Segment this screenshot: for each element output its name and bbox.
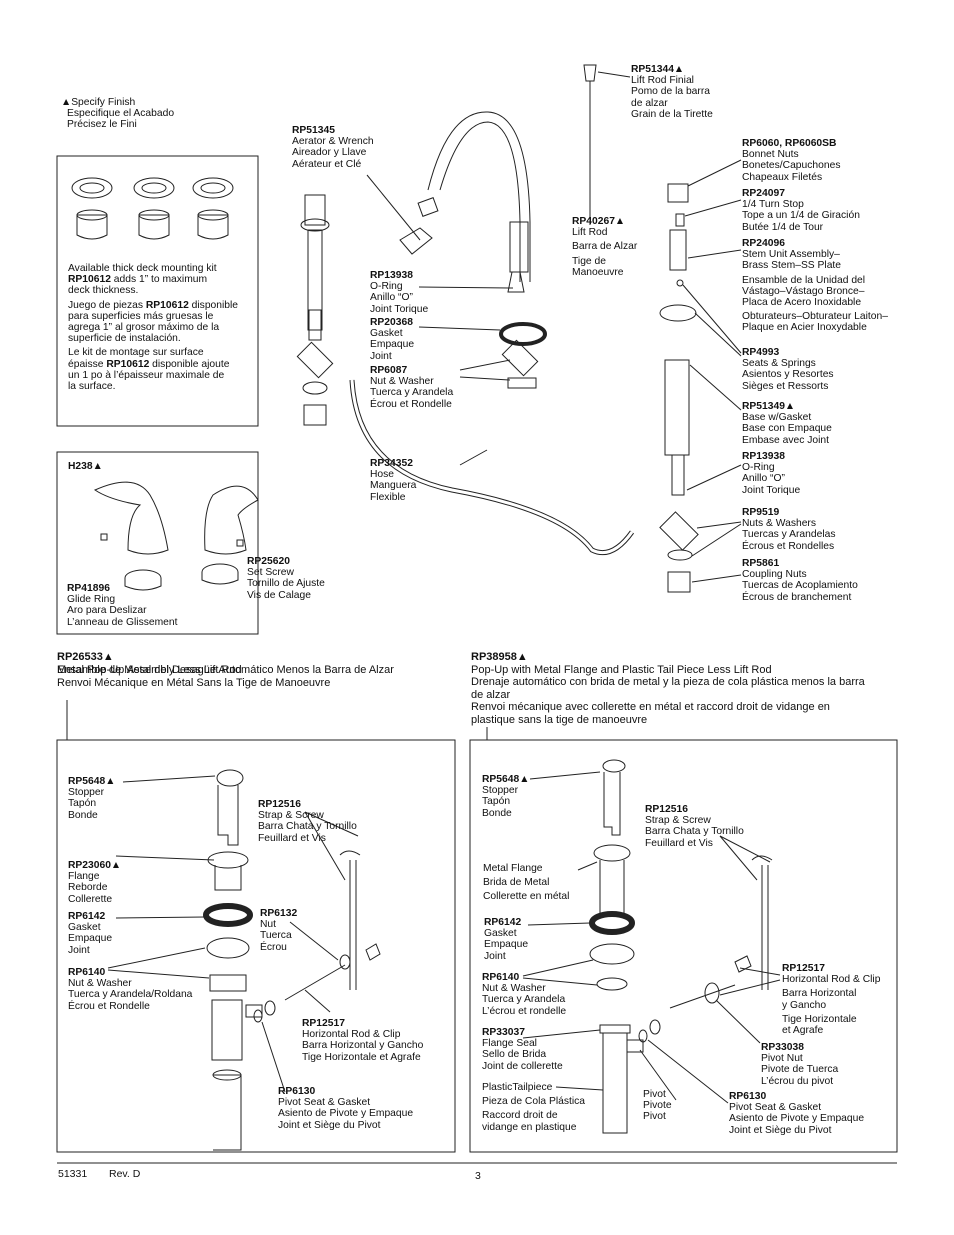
left-popup-parts bbox=[203, 769, 381, 1151]
label-h238: H238▲ bbox=[68, 461, 103, 472]
label-rp40267: RP40267▲ Lift Rod Barra de Alzar Tige de… bbox=[572, 216, 638, 278]
rp38958-title: RP38958▲ Pop-Up with Metal Flange and Pl… bbox=[471, 651, 865, 726]
doc-number: 51331 bbox=[58, 1168, 88, 1180]
rp26533-title: RP26533▲ Metal Pop-Up Assembly Less Lift… bbox=[57, 651, 394, 689]
lift-rod bbox=[583, 64, 597, 225]
right-label-rp12517: RP12517 Horizontal Rod & Clip Barra Hori… bbox=[782, 963, 881, 1037]
deck-kit-box bbox=[56, 155, 259, 427]
right-label-plastic-tailpiece: PlasticTailpiece Pieza de Cola Plástica … bbox=[482, 1082, 586, 1133]
right-label-metal-flange: Metal Flange Brida de Metal Collerette e… bbox=[483, 863, 570, 903]
specify-finish-note: ▲Specify Finish Especifique el Acabado P… bbox=[61, 97, 175, 131]
right-valve bbox=[659, 183, 699, 593]
right-popup-parts bbox=[589, 759, 773, 1134]
label-rp24096: RP24096 Stem Unit Assembly–Brass Stem–SS… bbox=[742, 238, 888, 334]
left-popup-box bbox=[56, 739, 456, 1153]
deck-kit-rings bbox=[71, 177, 234, 240]
handles bbox=[93, 481, 259, 591]
revision: Rev. D bbox=[109, 1168, 141, 1180]
handle-box bbox=[56, 451, 259, 635]
spout bbox=[399, 111, 547, 389]
deck-kit-note: Available thick deck mounting kit RP1061… bbox=[68, 263, 239, 393]
page-number: 3 bbox=[475, 1170, 481, 1182]
left-valve bbox=[296, 194, 334, 426]
right-popup-box bbox=[469, 739, 898, 1153]
